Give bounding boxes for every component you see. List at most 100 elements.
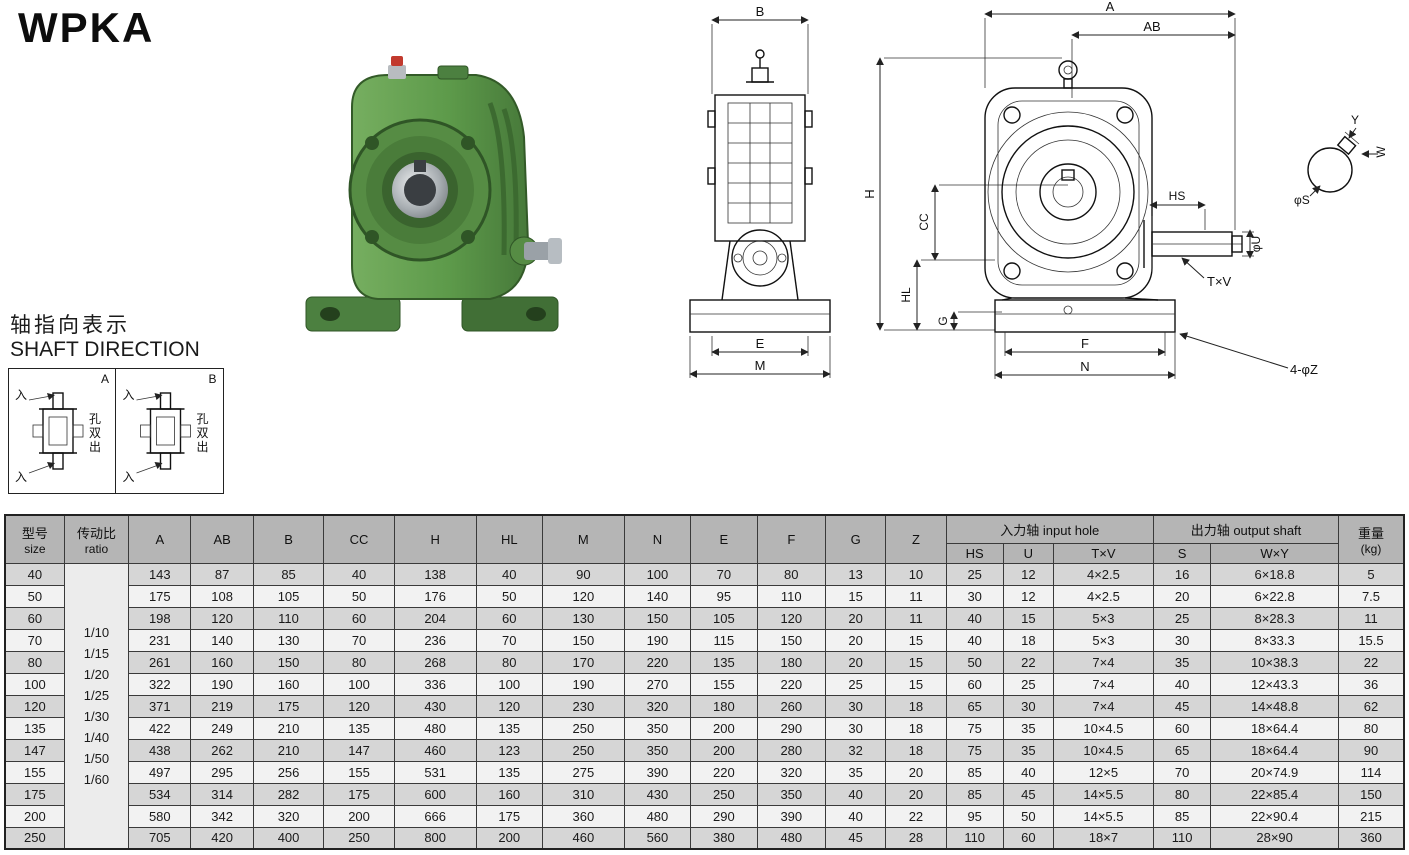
cell-value: 32 — [825, 738, 887, 762]
cell-value: 11 — [885, 584, 947, 608]
cell-value: 290 — [756, 716, 827, 740]
cell-value: 336 — [393, 672, 477, 696]
cell-value: 531 — [393, 760, 477, 784]
cell-value: 430 — [393, 694, 477, 718]
dim-label-m: M — [755, 358, 766, 373]
cell-value: 268 — [393, 650, 477, 674]
dim-label-n: N — [1080, 359, 1089, 374]
cell-value: 190 — [623, 628, 692, 652]
cell-value: 4×2.5 — [1052, 562, 1155, 586]
cell-value: 170 — [541, 650, 625, 674]
cell-value: 198 — [128, 606, 192, 630]
cell-value: 80 — [475, 650, 543, 674]
cell-value: 5×3 — [1052, 606, 1155, 630]
col-header-CC: CC — [323, 514, 395, 564]
cell-value: 50 — [945, 650, 1004, 674]
cell-value: 210 — [252, 716, 325, 740]
cell-value: 22 — [885, 804, 947, 828]
cell-size: 120 — [4, 694, 65, 718]
cell-value: 150 — [252, 650, 325, 674]
panel-b-hole-char-3: 出 — [197, 440, 209, 454]
cell-value: 70 — [690, 562, 758, 586]
cell-value: 200 — [475, 826, 543, 850]
col-header-B: B — [252, 514, 325, 564]
cell-value: 580 — [128, 804, 192, 828]
cell-value: 220 — [756, 672, 827, 696]
cell-value: 10 — [885, 562, 947, 586]
cell-size: 250 — [4, 826, 65, 850]
cell-value: 100 — [623, 562, 692, 586]
dim-label-y: Y — [1351, 113, 1359, 127]
cell-value: 150 — [623, 606, 692, 630]
cell-value: 11 — [1337, 606, 1405, 630]
col-header-Z: Z — [885, 514, 947, 564]
cell-value: 360 — [1337, 826, 1405, 850]
cell-value: 100 — [475, 672, 543, 696]
cell-value: 70 — [475, 628, 543, 652]
cell-value: 15 — [825, 584, 887, 608]
col-header-F: F — [756, 514, 827, 564]
cell-value: 390 — [623, 760, 692, 784]
cell-value: 150 — [541, 628, 625, 652]
cell-value: 50 — [323, 584, 395, 608]
cell-value: 7×4 — [1052, 650, 1155, 674]
panel-b-label: B — [209, 372, 217, 386]
page-title: WPKA — [18, 4, 155, 51]
cell-value: 28×90 — [1210, 826, 1339, 850]
cell-value: 160 — [475, 782, 543, 806]
cell-size: 60 — [4, 606, 65, 630]
cell-value: 4×2.5 — [1052, 584, 1155, 608]
cell-value: 6×22.8 — [1210, 584, 1339, 608]
col-header-U: U — [1002, 542, 1054, 564]
cell-value: 40 — [475, 562, 543, 586]
panel-a-hole-char-2: 双 — [89, 426, 101, 440]
cell-value: 60 — [945, 672, 1004, 696]
cell-value: 15 — [885, 628, 947, 652]
cell-value: 87 — [190, 562, 254, 586]
cell-value: 18 — [1002, 628, 1054, 652]
cell-value: 20 — [1153, 584, 1212, 608]
dim-label-hs: HS — [1169, 189, 1186, 203]
cell-value: 270 — [623, 672, 692, 696]
cell-value: 18×64.4 — [1210, 716, 1339, 740]
cell-value: 282 — [252, 782, 325, 806]
cell-value: 310 — [541, 782, 625, 806]
cell-value: 30 — [825, 694, 887, 718]
cell-size: 40 — [4, 562, 65, 586]
cell-value: 25 — [1002, 672, 1054, 696]
cell-value: 20×74.9 — [1210, 760, 1339, 784]
cell-value: 215 — [1337, 804, 1405, 828]
cell-value: 110 — [756, 584, 827, 608]
cell-value: 430 — [623, 782, 692, 806]
cell-value: 40 — [945, 606, 1004, 630]
col-header-N: N — [623, 514, 692, 564]
cell-value: 120 — [190, 606, 254, 630]
cell-value: 15 — [1002, 606, 1054, 630]
cell-value: 85 — [945, 760, 1004, 784]
cell-value: 60 — [475, 606, 543, 630]
cell-value: 460 — [541, 826, 625, 850]
cell-size: 147 — [4, 738, 65, 762]
cell-value: 150 — [1337, 782, 1405, 806]
cell-value: 350 — [623, 738, 692, 762]
cell-value: 12×43.3 — [1210, 672, 1339, 696]
cell-value: 135 — [475, 716, 543, 740]
cell-value: 261 — [128, 650, 192, 674]
cell-value: 110 — [945, 826, 1004, 850]
cell-value: 322 — [128, 672, 192, 696]
cell-value: 35 — [1002, 738, 1054, 762]
cell-value: 5 — [1337, 562, 1405, 586]
cell-value: 400 — [252, 826, 325, 850]
cell-value: 220 — [623, 650, 692, 674]
cell-value: 320 — [623, 694, 692, 718]
cell-value: 256 — [252, 760, 325, 784]
cell-value: 204 — [393, 606, 477, 630]
col-header-G: G — [825, 514, 887, 564]
